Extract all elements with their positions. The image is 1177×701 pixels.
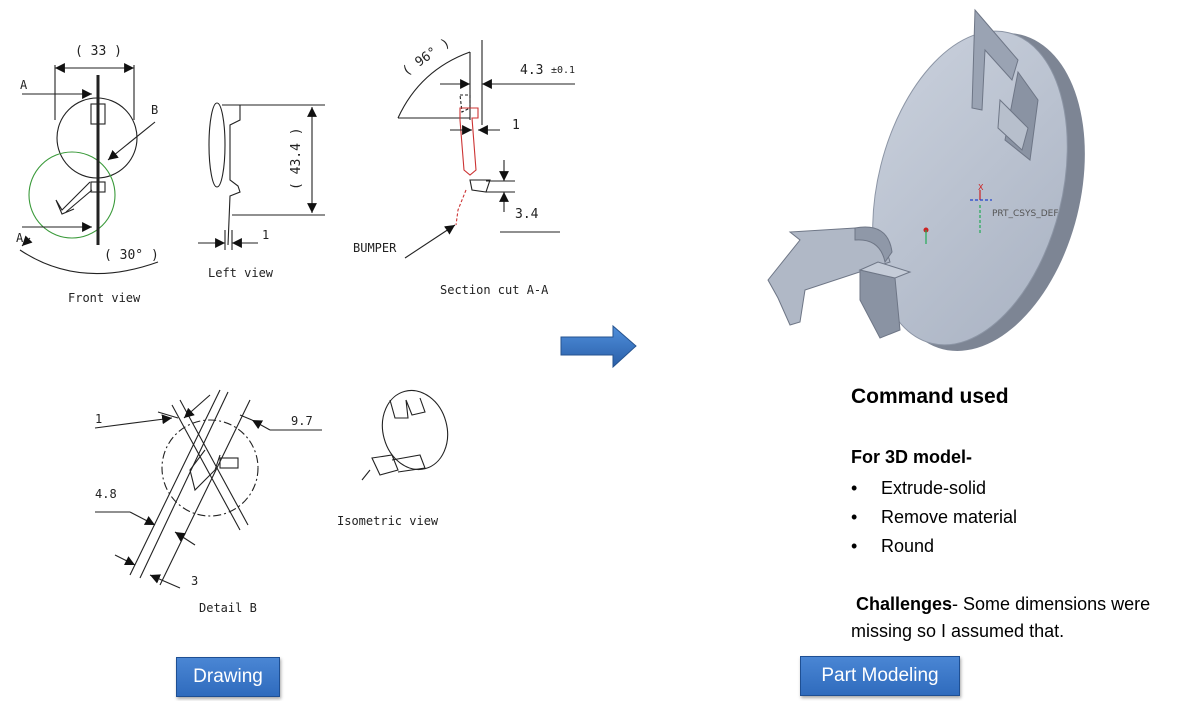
- section-cut: [397, 40, 575, 259]
- isometric-caption: Isometric view: [337, 514, 439, 528]
- model-body: [767, 8, 1085, 351]
- left-view: [198, 102, 325, 250]
- part-modeling-button[interactable]: Part Modeling: [800, 656, 960, 696]
- front-angle: ( 30° ): [104, 248, 159, 263]
- isometric-view: [361, 389, 449, 481]
- part-3d-model: X PRT_CSYS_DEF: [767, 8, 1085, 351]
- bumper-label: BUMPER: [353, 241, 397, 255]
- section-cut-caption: Section cut A-A: [440, 283, 549, 297]
- csys-label: PRT_CSYS_DEF: [992, 209, 1059, 219]
- section-marker-a-bottom: A: [16, 231, 24, 245]
- left-dim-thickness: 1: [262, 228, 269, 242]
- technical-drawing: ( 33 ) A A B ( 30° ) Front view ( 43.4 )…: [16, 36, 575, 615]
- commands-list: •Extrude-solid •Remove material •Round: [851, 475, 1017, 562]
- axis-x-label: X: [978, 183, 984, 192]
- section-dim-top-tolerance: ±0.1: [551, 65, 575, 76]
- detail-marker-b: B: [151, 103, 158, 117]
- section-angle: ( 96° ): [400, 36, 453, 80]
- list-item: •Extrude-solid: [851, 478, 987, 498]
- detail-b-caption: Detail B: [199, 601, 257, 615]
- detail-dim-1: 1: [95, 412, 102, 426]
- section-marker-a-top: A: [20, 78, 28, 92]
- front-view: [19, 63, 159, 275]
- challenges-label: Challenges: [856, 594, 953, 614]
- section-dim-bottom: 3.4: [515, 207, 539, 222]
- detail-dim-3: 3: [191, 574, 198, 588]
- commands-subtitle: For 3D model-: [851, 447, 973, 467]
- detail-dim-9-7: 9.7: [291, 414, 313, 428]
- left-dim-height: ( 43.4 ): [289, 127, 304, 190]
- front-dim-width: ( 33 ): [75, 44, 122, 59]
- left-view-caption: Left view: [208, 266, 274, 280]
- list-item: •Round: [851, 536, 935, 556]
- list-item: •Remove material: [851, 507, 1018, 527]
- section-dim-thickness: 1: [512, 118, 520, 133]
- challenges-body: - Some dimensions were missing so I assu…: [851, 594, 1151, 641]
- flow-arrow-icon: [560, 324, 637, 369]
- detail-view: [94, 389, 322, 589]
- detail-dim-4-8: 4.8: [95, 487, 117, 501]
- commands-title: Command used: [851, 385, 1009, 408]
- section-dim-top: 4.3: [520, 63, 543, 78]
- drawing-button[interactable]: Drawing: [176, 657, 280, 697]
- front-view-caption: Front view: [68, 291, 141, 305]
- challenges-text: Challenges- Some dimensions were missing…: [851, 591, 1177, 645]
